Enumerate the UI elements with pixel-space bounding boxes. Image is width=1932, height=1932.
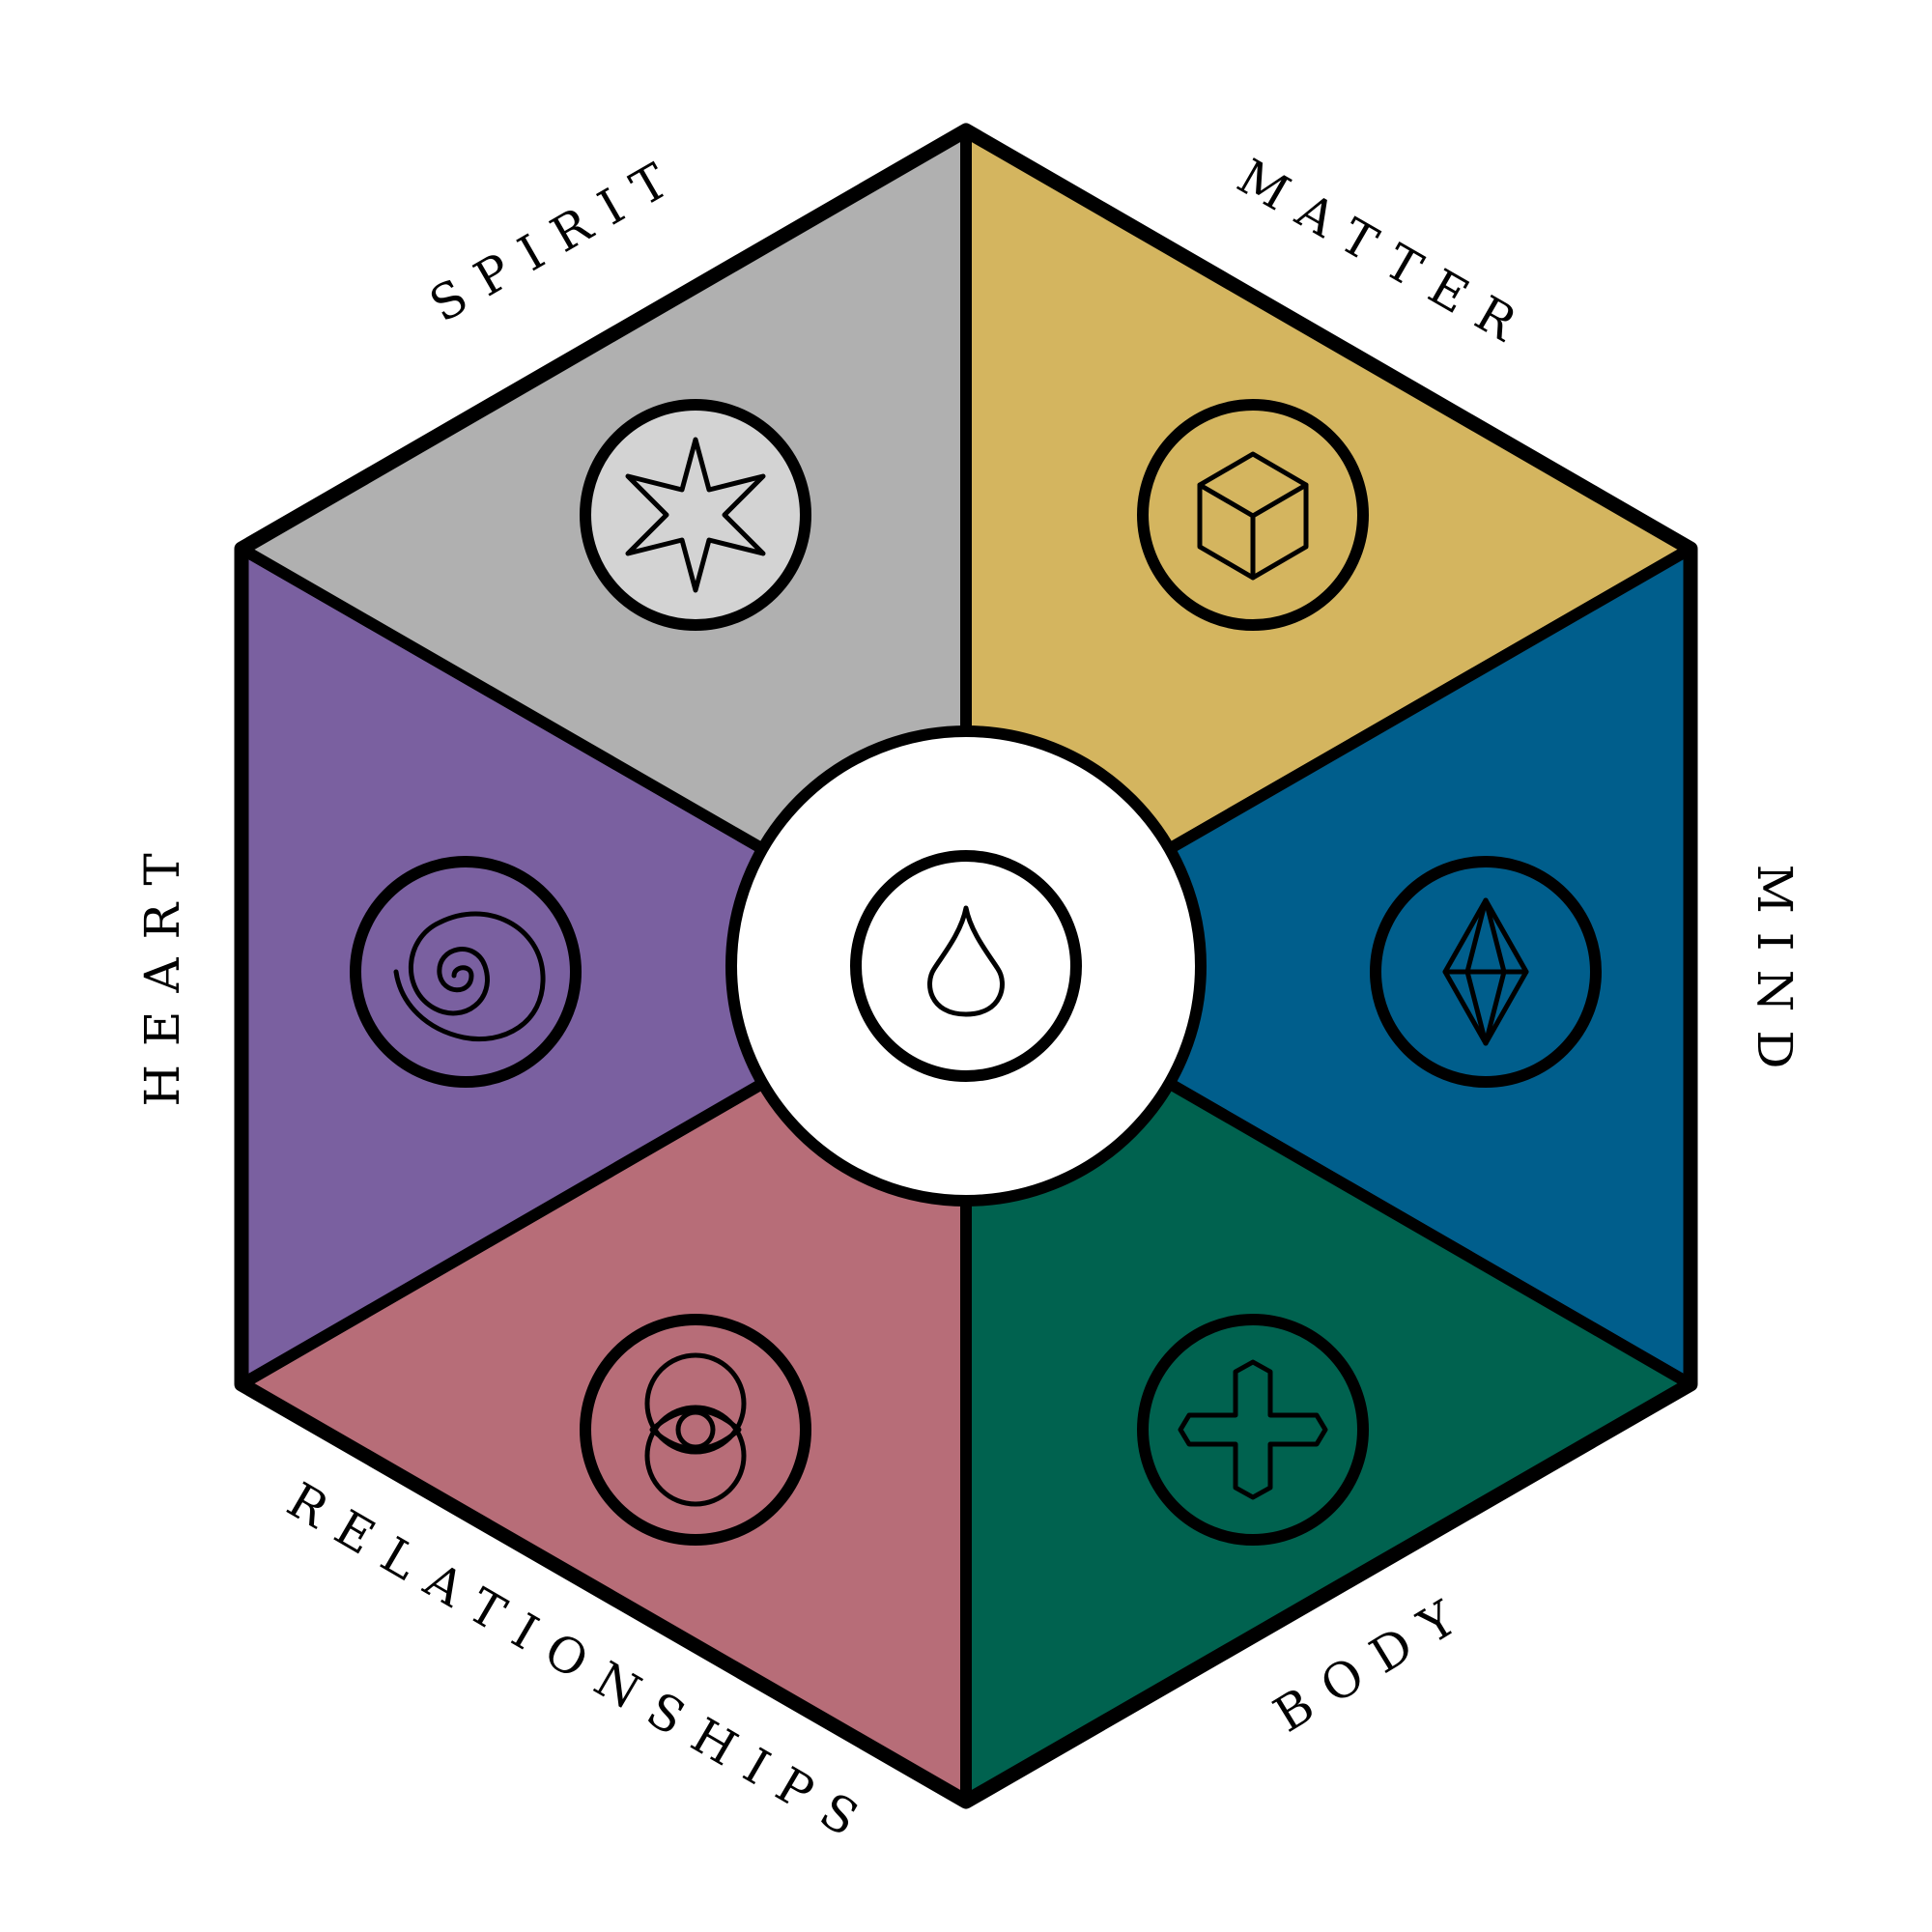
relationships-icon-badge <box>580 1314 811 1546</box>
body-icon-badge <box>1137 1314 1369 1546</box>
crystal-icon <box>1442 897 1529 1046</box>
body-icon-ring <box>1137 1314 1369 1546</box>
heart-icon-badge <box>350 856 582 1088</box>
mind-icon-badge <box>1370 856 1602 1088</box>
drop-icon <box>927 905 1005 1017</box>
cross-icon <box>1178 1359 1328 1500</box>
eye-icon <box>644 1352 747 1507</box>
label-mind: MIND <box>1747 865 1803 1088</box>
label-heart: HEART <box>134 835 190 1106</box>
matter-icon-badge <box>1137 399 1369 631</box>
spirit-icon-badge <box>580 399 811 631</box>
spiral-icon <box>393 911 546 1042</box>
center-icon-ring <box>850 850 1082 1082</box>
spirit-icon-ring <box>580 399 811 631</box>
cube-icon <box>1197 451 1309 581</box>
star-icon <box>625 437 766 593</box>
relationships-icon-ring <box>580 1314 811 1546</box>
hexagon-outline <box>234 123 1698 1809</box>
